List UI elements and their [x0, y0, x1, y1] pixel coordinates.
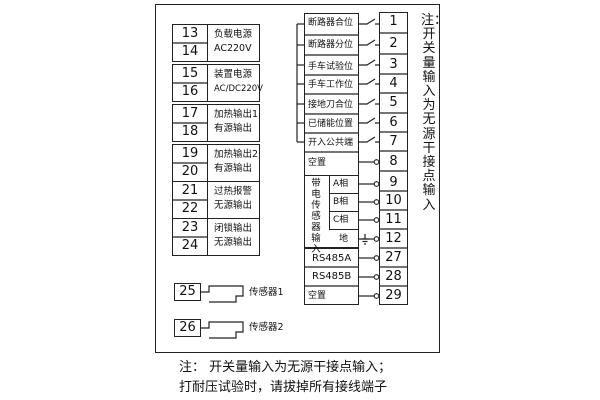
rs485-block	[304, 248, 359, 305]
terminal-number: 12	[385, 231, 402, 246]
terminal-number: 15	[181, 66, 199, 81]
terminal-number: 8	[389, 154, 398, 169]
terminal-diagram-frame	[155, 4, 440, 353]
terminal-number: 6	[389, 115, 398, 130]
terminal-label: 过热报警	[214, 186, 253, 197]
terminal-dot	[373, 293, 380, 299]
terminal-label: 加热输出1	[214, 109, 259, 120]
terminal-number: 22	[181, 201, 199, 216]
terminal-label-box	[207, 104, 260, 142]
sensor-2-label: 传感器2	[249, 322, 284, 333]
switch-input-label: 手车工作位	[308, 80, 354, 90]
terminal-dot	[373, 199, 380, 205]
terminal-label: 无源输出	[214, 200, 253, 211]
terminal-number: 1	[389, 14, 398, 29]
sensor-1-label: 传感器1	[249, 287, 284, 298]
terminal-dot	[373, 274, 380, 280]
terminal-number: 20	[181, 164, 199, 179]
terminal-dot	[373, 217, 380, 223]
contact-switch	[359, 136, 379, 143]
terminal-dot	[373, 236, 380, 242]
switch-input-label: 接地刀合位	[308, 100, 354, 110]
terminal-number: 29	[385, 288, 402, 303]
terminal-number: 13	[181, 26, 199, 41]
terminal-label: 有源输出	[214, 163, 253, 174]
caption-line-2: 打耐压试验时，请拔掉所有接线端子	[179, 380, 388, 395]
switch-input-label: 已储能位置	[308, 119, 354, 129]
live-sensor-title: 带电传感器输入	[311, 178, 321, 255]
terminal-label: 无源输出	[214, 237, 253, 248]
side-note: 注：开关量输入为无源干接点输入	[421, 13, 448, 213]
terminal-number: 21	[181, 183, 199, 198]
terminal-number: 7	[389, 134, 398, 149]
terminal-label: 装置电源	[214, 69, 253, 80]
phase-label: A相	[333, 179, 349, 189]
rs485-label: RS485B	[312, 271, 352, 282]
contact-switch	[359, 39, 379, 46]
terminal-number: 16	[181, 84, 199, 99]
terminal-number: 3	[389, 57, 398, 72]
phase-label: C相	[333, 215, 349, 225]
terminal-label-box	[207, 64, 260, 102]
terminal-number: 9	[389, 175, 398, 190]
terminal-number: 26	[179, 320, 196, 335]
phase-cell	[329, 211, 359, 230]
rs485-label: RS485A	[312, 253, 352, 264]
sensor-2-terminal	[174, 319, 201, 337]
terminal-label: 有源输出	[214, 123, 253, 134]
phase-label: B相	[333, 197, 349, 207]
switch-input-label: 断路器合位	[308, 18, 354, 28]
sensor-1-connector	[201, 285, 244, 303]
terminal-label: 加热输出2	[214, 149, 259, 160]
terminal-number: 4	[389, 76, 398, 91]
switch-input-label: 手车试验位	[308, 62, 354, 72]
terminal-number: 25	[179, 284, 196, 299]
terminal-dot	[373, 159, 380, 165]
terminal-number: 27	[385, 250, 402, 265]
spare-label: 空置	[308, 291, 327, 301]
terminal-dot	[373, 181, 380, 187]
sensor-2-connector	[201, 321, 244, 339]
terminal-number: 19	[181, 146, 199, 161]
contact-switch	[359, 59, 379, 66]
contact-switch	[359, 18, 379, 25]
terminal-number: 18	[181, 124, 199, 139]
caption-line-1: 注： 开关量输入为无源干接点输入；	[179, 360, 392, 375]
terminal-number: 10	[385, 193, 402, 208]
contact-switch	[359, 78, 379, 85]
terminal-dot	[373, 255, 380, 261]
terminal-number: 14	[181, 44, 199, 59]
right-terminal-number-column	[379, 12, 408, 305]
switch-input-label: 断路器分位	[308, 40, 354, 50]
terminal-number: 23	[181, 220, 199, 235]
terminal-label: 负载电源	[214, 29, 253, 40]
sensor-1-terminal	[174, 283, 201, 301]
terminal-number: 2	[389, 36, 398, 51]
terminal-number: 17	[181, 106, 199, 121]
spare-label: 空置	[308, 158, 327, 168]
terminal-number: 11	[385, 212, 402, 227]
terminal-number: 28	[385, 269, 402, 284]
terminal-number: 5	[389, 95, 398, 110]
phase-label: 地	[339, 234, 349, 244]
terminal-label: AC220V	[214, 43, 252, 54]
terminal-label-box	[207, 218, 260, 256]
terminal-label: AC/DC220V	[214, 84, 263, 94]
terminal-number: 24	[181, 238, 199, 253]
contact-switch	[359, 117, 379, 124]
switch-input-label: 开入公共端	[308, 138, 354, 148]
contact-switch	[359, 98, 379, 105]
terminal-label: 闭锁输出	[214, 223, 253, 234]
